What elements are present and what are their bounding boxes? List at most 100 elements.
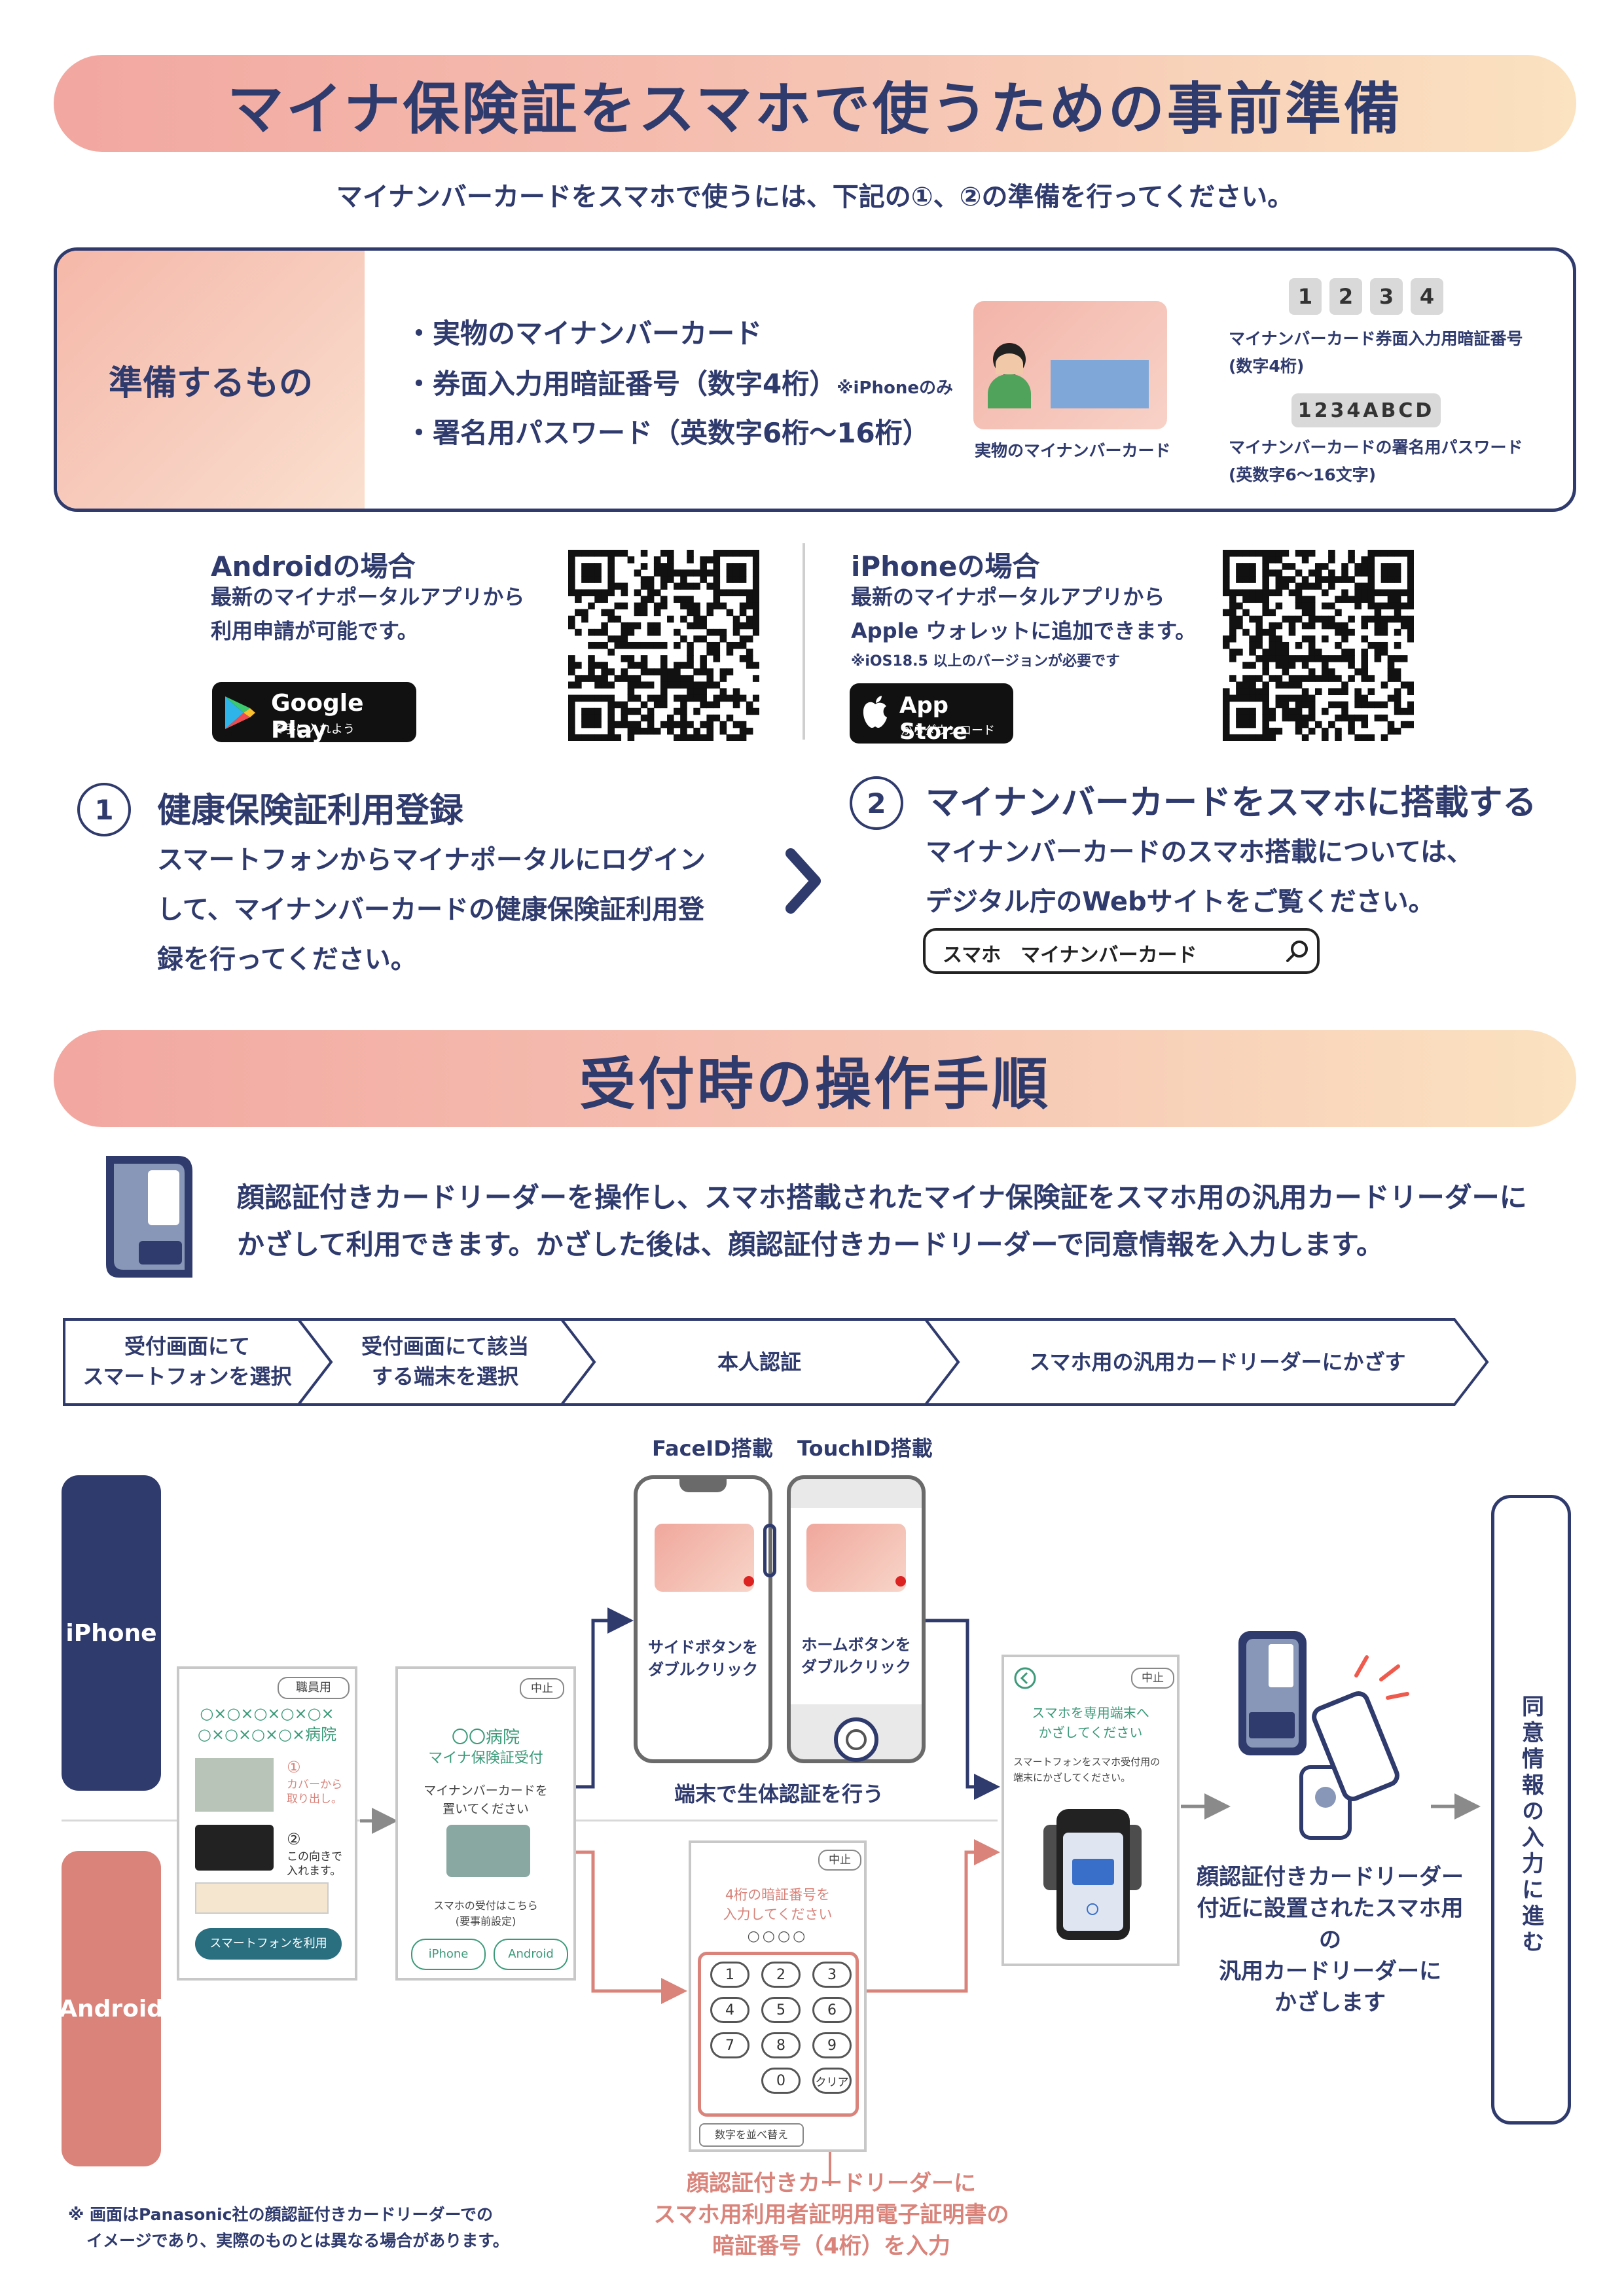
iphone-only-note: ※iPhoneのみ xyxy=(837,378,953,398)
touchid-phone: ホームボタンをダブルクリック xyxy=(787,1475,926,1763)
ios-version-note: ※iOS18.5 以上のバージョンが必要です xyxy=(851,653,1120,670)
section1-title: マイナ保険証をスマホで使うための事前準備 xyxy=(227,76,1403,142)
hold-cancel[interactable]: 中止 xyxy=(1131,1668,1174,1689)
back-icon[interactable] xyxy=(1013,1666,1037,1690)
reception-screen-2: 中止 〇〇病院 マイナ保険証受付 マイナンバーカードを置いてください スマホの受… xyxy=(395,1666,576,1981)
pin-key[interactable]: 0 xyxy=(761,2068,801,2094)
pin-digit: 3 xyxy=(1370,278,1403,315)
phone-screen xyxy=(1063,1833,1123,1931)
google-play-sub: で手に入れよう xyxy=(272,723,355,736)
pin-key[interactable]: 2 xyxy=(761,1962,801,1988)
prep-item-pin: ・券面入力用暗証番号（数字4桁）※iPhoneのみ xyxy=(405,368,953,400)
iphone-title: iPhoneの場合 xyxy=(851,550,1040,583)
qr-code-icon[interactable] xyxy=(1223,550,1414,741)
card-sample xyxy=(195,1882,329,1914)
step2-number: 2 xyxy=(850,776,903,830)
step2-body: マイナンバーカードのスマホ搭載については、デジタル庁のWebサイトをご覧ください… xyxy=(926,837,1473,917)
flow-bar xyxy=(63,1318,1489,1406)
phone-notch xyxy=(679,1478,727,1492)
cancel-tag[interactable]: 中止 xyxy=(520,1678,564,1699)
screen2-instruction: マイナンバーカードを置いてください xyxy=(424,1784,548,1816)
pin-clear-key[interactable]: クリア xyxy=(812,2068,852,2094)
pin-cancel[interactable]: 中止 xyxy=(818,1850,861,1871)
pin-key[interactable]: 4 xyxy=(710,1997,749,2023)
qr-code-icon[interactable] xyxy=(568,550,759,741)
screen1-step1-num: ① xyxy=(287,1758,301,1776)
prep-item-password: ・署名用パスワード（英数字6桁〜16桁） xyxy=(405,417,930,449)
phone-on-reader xyxy=(1056,1809,1130,1940)
screen1-step2-num: ② xyxy=(287,1830,301,1848)
android-body: 最新のマイナポータルアプリから利用申請が可能です。 xyxy=(211,584,525,643)
section1-banner: マイナ保険証をスマホで使うための事前準備 xyxy=(54,55,1576,152)
section2-desc: 顔認証付きカードリーダーを操作し、スマホ搭載されたマイナ保険証をスマホ用の汎用カ… xyxy=(237,1181,1527,1261)
use-smartphone-button[interactable]: スマートフォンを利用 xyxy=(195,1928,342,1960)
pin-key[interactable]: 7 xyxy=(710,2032,749,2058)
card-mark xyxy=(744,1576,754,1587)
chevron-right-icon xyxy=(785,848,821,914)
google-play-name: Google Play xyxy=(271,690,364,744)
pin-digit: 4 xyxy=(1411,278,1443,315)
pin-keypad: 1 2 3 4 5 6 7 8 9 0 クリア xyxy=(698,1952,859,2117)
card-photo-face xyxy=(996,353,1023,374)
reception-screen-1: 職員用 ○×○×○×○×○×○×○×○×○×病院 ① カバーから取り出し。 ② … xyxy=(177,1666,357,1981)
staff-tag: 職員用 xyxy=(278,1677,350,1699)
flow-step-2: 受付画面にて該当する端末を選択 xyxy=(361,1334,529,1389)
side-button-highlight xyxy=(763,1524,776,1577)
app-store-name: App Store xyxy=(899,692,967,745)
pin-key[interactable]: 8 xyxy=(761,2032,801,2058)
iphone-button[interactable]: iPhone xyxy=(411,1939,486,1970)
reader-slot xyxy=(195,1825,274,1871)
touchid-caption: ホームボタンをダブルクリック xyxy=(801,1636,911,1676)
flow-step-3: 本人認証 xyxy=(717,1350,801,1374)
app-store-button[interactable]: App Store からダウンロード xyxy=(850,683,1013,745)
check-icon xyxy=(1087,1903,1098,1915)
shuffle-button[interactable]: 数字を並べ替え xyxy=(699,2123,804,2147)
screen1-step2: この向きで入れます。 xyxy=(287,1850,342,1878)
pin-key[interactable]: 6 xyxy=(812,1997,852,2023)
google-play-button[interactable]: Google Play で手に入れよう xyxy=(212,682,416,744)
hold-body: スマートフォンをスマホ受付用の端末にかざしてください。 xyxy=(1013,1756,1161,1784)
pin-key[interactable]: 9 xyxy=(812,2032,852,2058)
pin-title: 4桁の暗証番号を入力してください xyxy=(723,1887,833,1922)
footnote: ※ 画面はPanasonic社の顔認証付きカードリーダーでのイメージであり、実際… xyxy=(68,2205,509,2250)
wallet-card xyxy=(655,1524,754,1592)
screen2-note: スマホの受付はこちら(要事前設定) xyxy=(433,1899,538,1928)
search-icon[interactable] xyxy=(1284,939,1310,965)
pin-caption: マイナンバーカード券面入力用暗証番号(数字4桁) xyxy=(1229,329,1523,376)
flow-step-1: 受付画面にてスマートフォンを選択 xyxy=(82,1334,292,1389)
pin-key[interactable]: 3 xyxy=(812,1962,852,1988)
pin-dots: ○○○○ xyxy=(747,1928,808,1945)
faceid-label: FaceID搭載 xyxy=(652,1436,773,1461)
pin-key[interactable]: 1 xyxy=(710,1962,749,1988)
home-button-icon xyxy=(834,1717,878,1762)
prep-item-card: ・実物のマイナンバーカード xyxy=(405,317,763,350)
touchid-label: TouchID搭載 xyxy=(797,1436,933,1461)
prep-box: 準備するもの ・実物のマイナンバーカード ・券面入力用暗証番号（数字4桁）※iP… xyxy=(54,247,1576,512)
hold-screen: 中止 スマホを専用端末へかざしてください スマートフォンをスマホ受付用の端末にか… xyxy=(1001,1655,1180,1966)
android-title: Androidの場合 xyxy=(211,550,416,583)
google-play-icon xyxy=(225,696,255,729)
app-store-sub: からダウンロード xyxy=(901,724,995,738)
hold-title: スマホを専用端末へかざしてください xyxy=(1032,1705,1149,1740)
mynumber-card-illustration xyxy=(973,301,1167,429)
pin-digit: 1 xyxy=(1289,278,1322,315)
faceid-phone: サイドボタンをダブルクリック xyxy=(634,1475,776,1763)
app-divider xyxy=(803,543,805,740)
android-button[interactable]: Android xyxy=(494,1939,568,1970)
biometric-caption: 端末で生体認証を行う xyxy=(674,1782,884,1806)
home-button-inner xyxy=(846,1729,867,1750)
hospital-name: ○×○×○×○×○×○×○×○×○×病院 xyxy=(197,1704,337,1744)
search-input[interactable]: スマホ マイナンバーカード xyxy=(923,928,1320,974)
pin-key[interactable]: 5 xyxy=(761,1997,801,2023)
pin-caption: 顔認証付きカードリーダーにスマホ用利用者証明用電子証明書の暗証番号（4桁）を入力 xyxy=(653,2170,1009,2259)
consent-label: 同意情報の入力に進む xyxy=(1517,1695,1544,1956)
wallet-card xyxy=(806,1524,906,1592)
card-reader-image xyxy=(446,1825,530,1877)
step2-title: マイナンバーカードをスマホに搭載する xyxy=(926,783,1537,823)
card-photo xyxy=(195,1758,274,1812)
card-photo-body xyxy=(988,374,1031,408)
screen2-subtitle: マイナ保険証受付 xyxy=(428,1750,543,1767)
prep-label: 準備するもの xyxy=(108,363,313,403)
card-info-area xyxy=(1051,360,1149,408)
